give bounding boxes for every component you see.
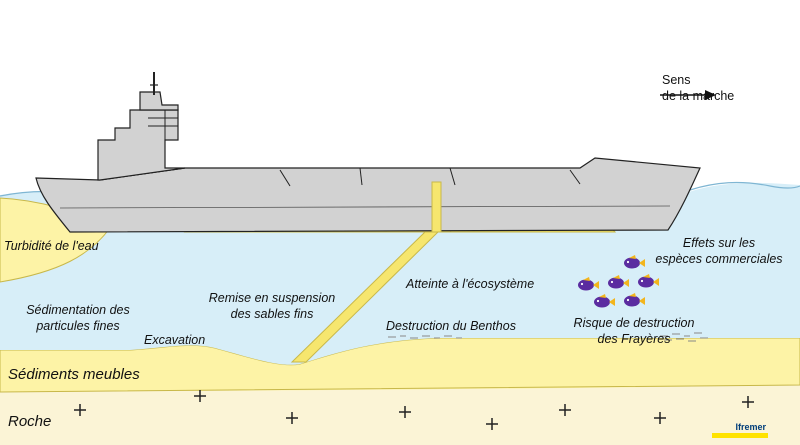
fish-icon	[638, 274, 659, 288]
rock-marks	[74, 390, 754, 430]
logo-text: Ifremer	[735, 422, 766, 432]
benthos-debris	[388, 335, 462, 339]
sediments-label: Sédiments meubles	[8, 366, 140, 383]
ifremer-logo: Ifremer	[712, 422, 768, 438]
fish-icon	[624, 293, 645, 307]
plus-icon	[399, 406, 411, 418]
spawning-label: Risque de destruction des Frayères	[573, 316, 695, 346]
ship-superstructure	[97, 109, 186, 181]
plus-icon	[74, 404, 86, 416]
rock-label: Roche	[8, 413, 52, 430]
fish-icon	[578, 277, 599, 291]
hull-frame	[449, 167, 456, 186]
plus-icon	[742, 396, 754, 408]
hull-frame	[569, 169, 581, 185]
excavation-label: Excavation	[144, 333, 206, 347]
commercial-label: Effets sur les espèces commerciales	[655, 236, 783, 266]
plus-icon	[486, 418, 498, 430]
direction-label: Sens de la marche	[662, 73, 735, 103]
hull-frame	[279, 169, 291, 187]
sedimentation-label: Sédimentation des particules fines	[26, 303, 130, 333]
benthos-label: Destruction du Benthos	[386, 319, 516, 333]
dredge-pipe-vertical	[431, 181, 442, 233]
fish-icon	[594, 294, 615, 308]
fish-school	[578, 255, 659, 308]
turbidity-label: Turbidité de l'eau	[4, 239, 99, 253]
ship-hull	[35, 157, 701, 233]
rock-layer	[0, 385, 800, 445]
drag-arm	[290, 231, 440, 363]
ship-hull-seam	[59, 205, 671, 209]
fish-icon	[608, 275, 629, 289]
wave-line	[689, 181, 800, 191]
ship-bridge	[139, 91, 179, 111]
arrow-right-icon	[660, 90, 716, 100]
plus-icon	[286, 412, 298, 424]
plus-icon	[654, 412, 666, 424]
ecosystem-label: Atteinte à l'écosystème	[406, 277, 535, 291]
resuspension-label: Remise en suspension des sables fins	[208, 291, 336, 321]
hull-frame	[359, 167, 363, 186]
plus-icon	[194, 390, 206, 402]
water-column	[0, 230, 800, 365]
spawning-eggs	[660, 332, 708, 342]
fish-icon	[624, 255, 645, 269]
plus-icon	[559, 404, 571, 416]
